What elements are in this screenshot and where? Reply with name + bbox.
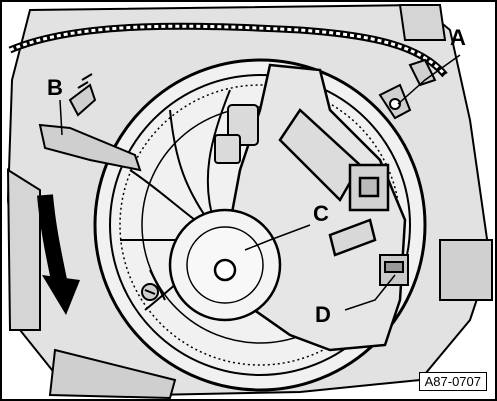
retaining-clip-a bbox=[378, 58, 437, 120]
release-lever-b bbox=[38, 73, 142, 172]
cable-harness-texture bbox=[9, 24, 447, 76]
callout-a: A bbox=[450, 25, 466, 50]
hub-bracket bbox=[214, 104, 259, 164]
direction-arrow-icon bbox=[37, 194, 80, 315]
retaining-clip-d bbox=[379, 254, 409, 286]
callout-b: B bbox=[47, 75, 63, 100]
reference-code: A87-0707 bbox=[418, 372, 487, 391]
leader-lines bbox=[59, 54, 461, 311]
screw-icon bbox=[141, 269, 166, 301]
callout-c: C bbox=[313, 201, 329, 226]
callout-d: D bbox=[315, 302, 331, 327]
motor-hub bbox=[168, 208, 282, 322]
